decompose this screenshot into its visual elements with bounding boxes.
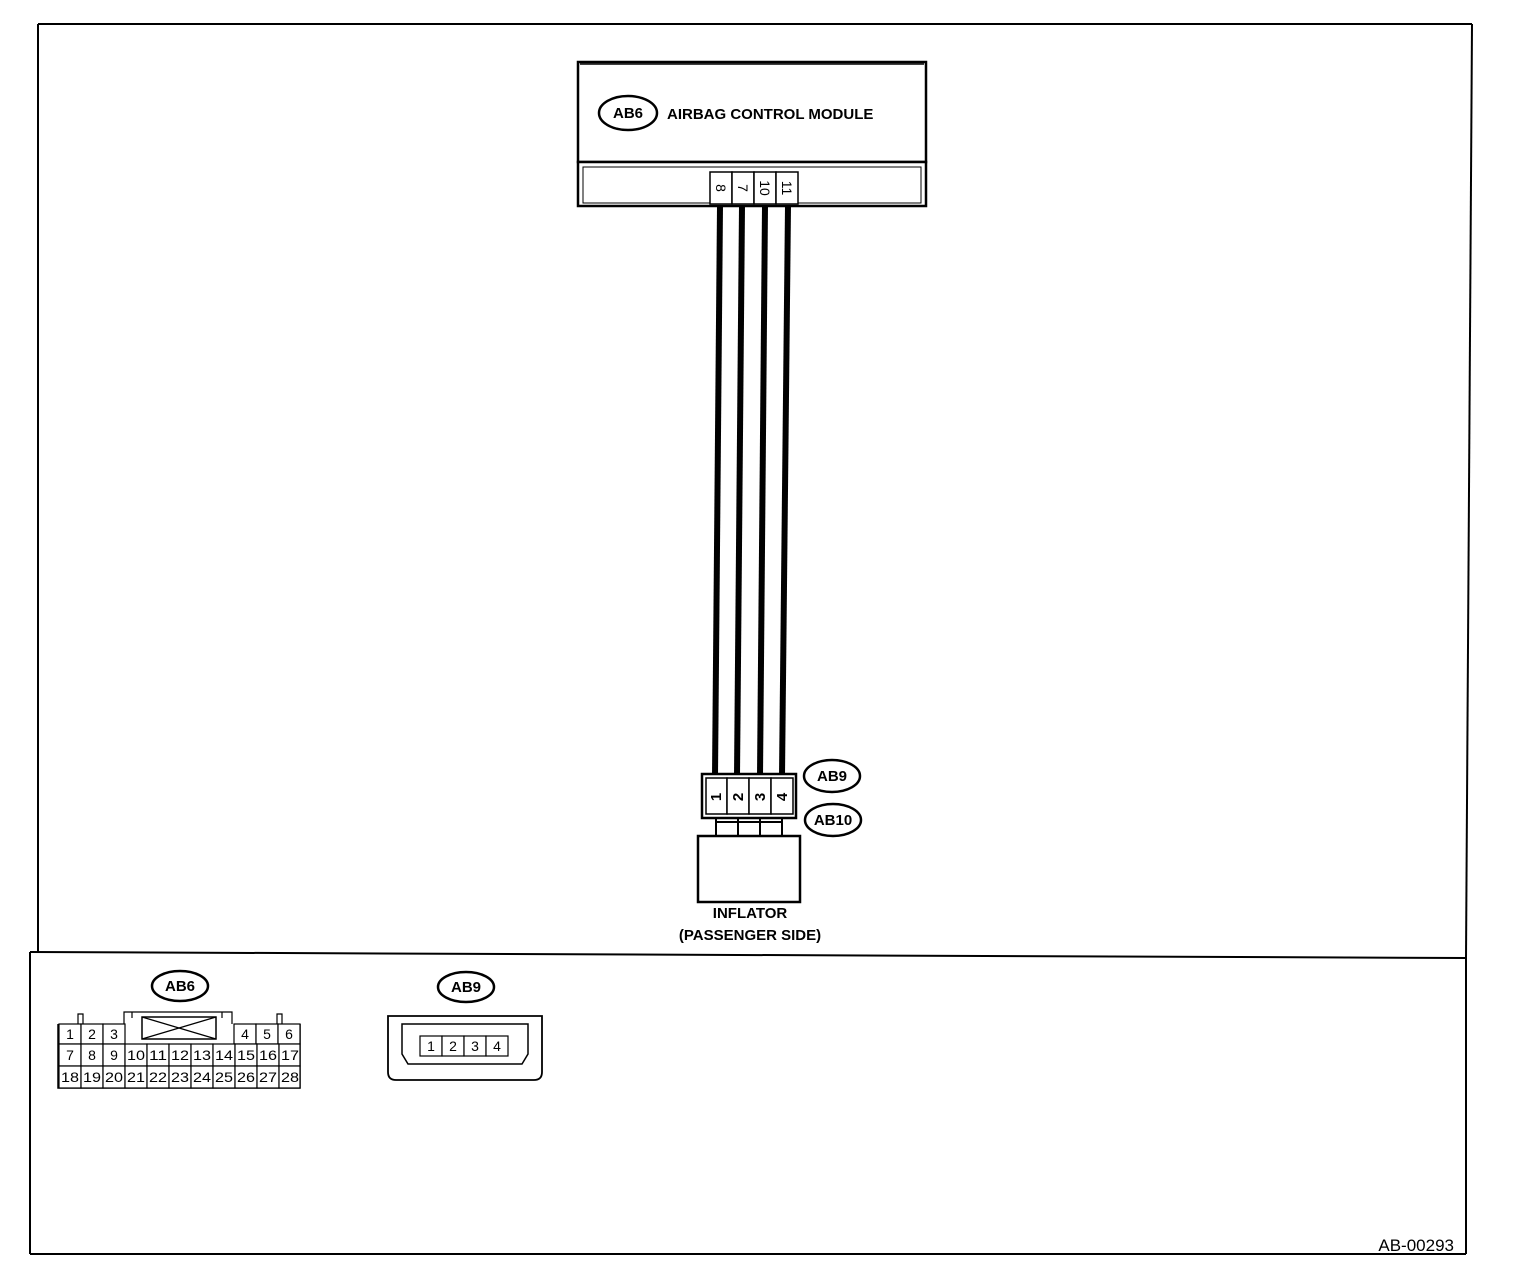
- ab6-pin: 24: [193, 1069, 211, 1085]
- module-pin-2: 7: [735, 184, 751, 192]
- ab6-pin: 20: [105, 1069, 123, 1085]
- ab6-pin: 19: [83, 1069, 101, 1085]
- ab6-pin: 27: [259, 1069, 277, 1085]
- ab6-pin: 6: [285, 1026, 293, 1042]
- ab9-pin: 1: [427, 1038, 435, 1054]
- ab9-pin: 3: [471, 1038, 479, 1054]
- ab9-pin: 4: [493, 1038, 501, 1054]
- ab6-pin: 15: [237, 1047, 255, 1063]
- ab6-pin: 25: [215, 1069, 233, 1085]
- ab6-pin: 10: [127, 1047, 145, 1063]
- ab6-pin: 8: [88, 1047, 96, 1063]
- ab10-badge: [803, 802, 863, 838]
- ab6-view-label: AB6: [165, 978, 195, 995]
- wire-4: [779, 205, 791, 777]
- ab6-pin: 3: [110, 1026, 118, 1042]
- harness-pin-3: 3: [752, 793, 769, 801]
- harness-pin-4: 4: [774, 792, 791, 801]
- ab6-pin: 26: [237, 1069, 255, 1085]
- diagram-frame: [29, 23, 1473, 1255]
- module-pin-1: 8: [713, 184, 729, 192]
- inflator-sublabel: (PASSENGER SIDE): [679, 927, 821, 944]
- ab6-pin: 21: [127, 1069, 145, 1085]
- ab9-view-label: AB9: [451, 979, 481, 996]
- ab6-pin: 23: [171, 1069, 189, 1085]
- figure-code: AB-00293: [1378, 1236, 1454, 1255]
- ab6-pin: 16: [259, 1047, 277, 1063]
- harness-pin-1: 1: [708, 793, 725, 801]
- ab6-pin: 17: [281, 1047, 299, 1063]
- ab6-pin: 14: [215, 1047, 233, 1063]
- wire-3: [757, 205, 768, 777]
- wire-1: [712, 205, 723, 777]
- ab9-connector-view: AB9 1 2 3 4: [387, 970, 543, 1081]
- module-pin-4: 11: [779, 181, 795, 196]
- ab6-pin: 5: [263, 1026, 271, 1042]
- ab6-pin: 12: [171, 1047, 189, 1063]
- ab6-pin: 11: [149, 1047, 167, 1063]
- ab6-pin: 2: [88, 1026, 96, 1042]
- ab6-pin: 7: [66, 1047, 74, 1063]
- ab9-pin: 2: [449, 1038, 457, 1054]
- ab10-label: AB10: [814, 812, 852, 829]
- ab9-badge: [802, 758, 862, 794]
- ab6-pin: 13: [193, 1047, 211, 1063]
- module-id-label: AB6: [613, 105, 643, 122]
- wire-2: [734, 205, 745, 777]
- inflator-label: INFLATOR: [713, 905, 788, 922]
- ab6-pin: 18: [61, 1069, 79, 1085]
- module-id-badge: [597, 94, 659, 132]
- ab6-pin: 9: [110, 1047, 118, 1063]
- ab6-pin: 4: [241, 1026, 249, 1042]
- module-pin-cells: [709, 171, 799, 205]
- module-name-label: AIRBAG CONTROL MODULE: [667, 106, 873, 123]
- ab6-pin: 28: [281, 1069, 299, 1085]
- harness-connector: [700, 772, 798, 836]
- ab6-pin: 1: [66, 1026, 74, 1042]
- module-pin-3: 10: [757, 180, 773, 196]
- harness-pin-2: 2: [730, 793, 747, 801]
- ab6-pin: 22: [149, 1069, 167, 1085]
- wire-harness: [712, 205, 791, 777]
- ab9-label: AB9: [817, 768, 847, 785]
- ab6-connector-view: AB6: [57, 969, 301, 1089]
- inflator-box: [696, 834, 802, 904]
